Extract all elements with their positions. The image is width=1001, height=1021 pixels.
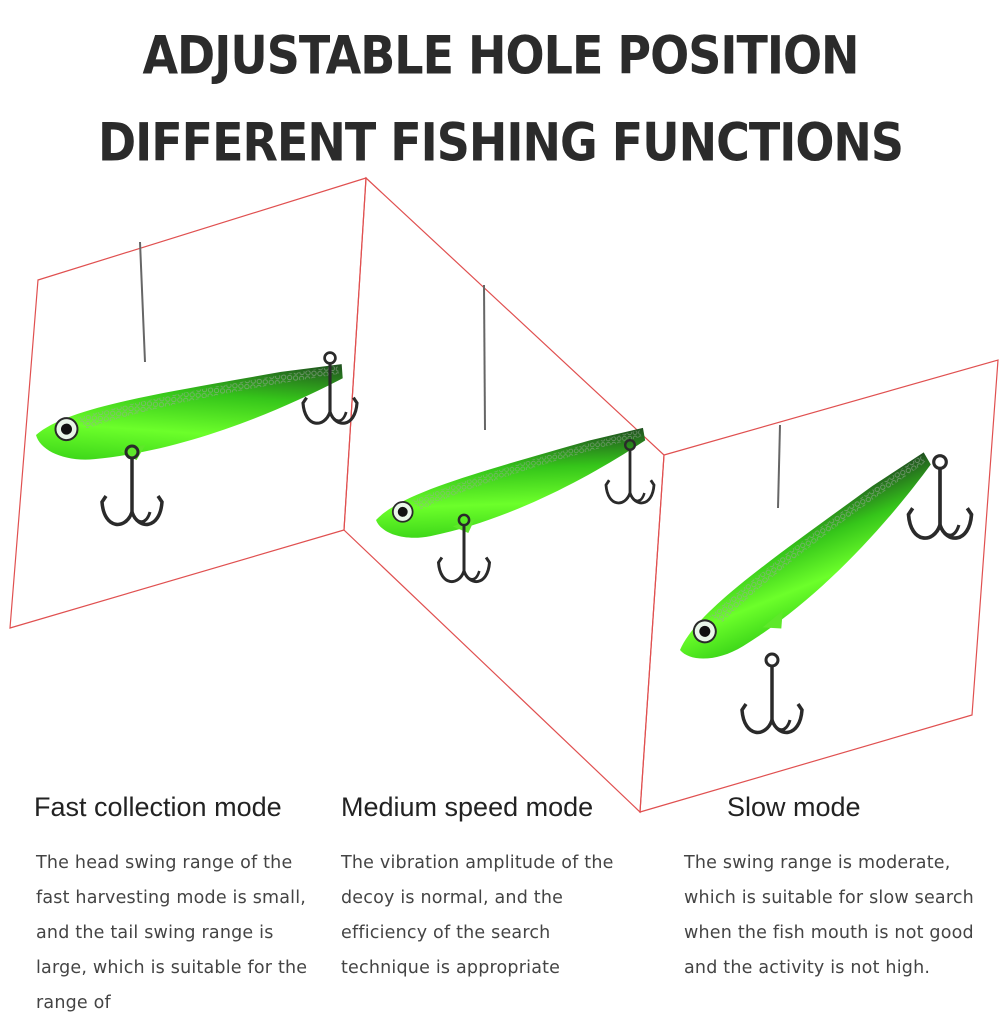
mode-description-fast: The head swing range of the fast harvest… — [36, 853, 308, 1013]
headline-line-2: DIFFERENT FISHING FUNCTIONS — [97, 110, 904, 174]
panel-frames — [9, 176, 999, 814]
lure-slow-mode — [644, 424, 974, 735]
mode-title-medium: Medium speed mode — [341, 792, 594, 822]
mode-title-slow: Slow mode — [727, 792, 861, 822]
mode-description-medium: The vibration amplitude of the decoy is … — [341, 853, 614, 978]
lure-medium-mode — [372, 284, 656, 584]
headline-line-1: ADJUSTABLE HOLE POSITION — [142, 23, 859, 87]
lure-fast-mode — [33, 241, 359, 527]
mode-title-fast: Fast collection mode — [34, 792, 282, 822]
mode-description-slow: The swing range is moderate, which is su… — [684, 853, 974, 978]
panel-slow — [639, 359, 999, 813]
